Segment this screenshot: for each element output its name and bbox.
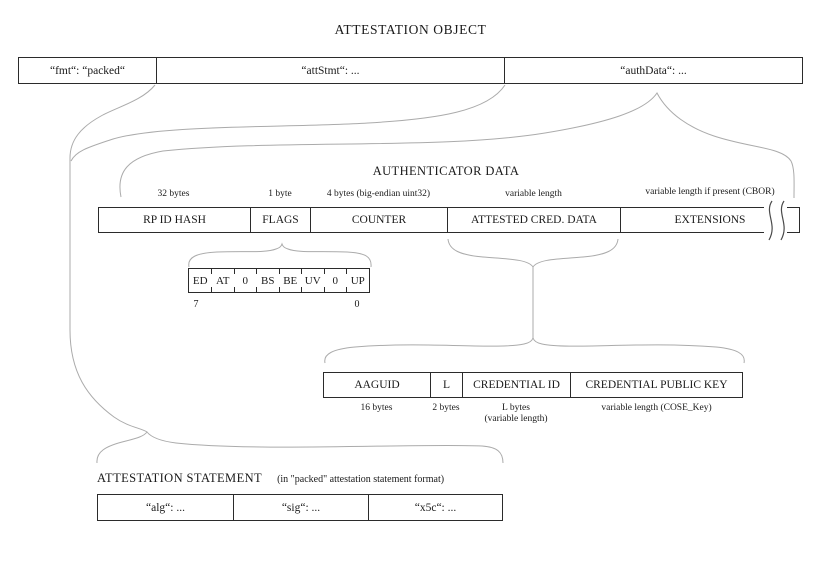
- cell-alg: “alg“: ...: [146, 501, 185, 514]
- attestation-statement-subtitle: (in "packed" attestation statement forma…: [277, 474, 445, 485]
- size-label-credential-id: L bytes (variable length): [448, 403, 584, 425]
- attestation-object-row: “fmt“: “packed“ “attStmt“: ... “authData…: [18, 57, 803, 84]
- authenticator-data-title: AUTHENTICATOR DATA: [372, 164, 520, 178]
- field-box-rp-id-hash: RP ID HASH: [143, 214, 206, 226]
- size-label-attested-cred-data: variable length: [505, 189, 562, 199]
- brace-attested-cred-data-top: [447, 238, 619, 268]
- field-box-flags: FLAGS: [250, 208, 310, 232]
- size-label-length: 2 bytes: [432, 403, 460, 413]
- cell-attstmt: “attStmt“: ...: [156, 58, 504, 83]
- size-label-flags: 1 byte: [268, 189, 292, 199]
- flags-bit-bs: BS: [256, 269, 280, 292]
- attestation-statement-row: “alg“: ... “sig“: ... “x5c“: ...: [97, 494, 503, 521]
- size-label-credential-id-line2: (variable length): [484, 414, 548, 424]
- line-attstmt-left-to-statement: [69, 84, 156, 433]
- brace-flags: [188, 242, 372, 268]
- cell-authdata: “authData“: ...: [504, 58, 802, 83]
- brace-attestation-statement: [96, 431, 504, 464]
- size-label-credential-id-line1: L bytes: [502, 403, 530, 413]
- flags-bit-rfu2: 0: [233, 269, 257, 292]
- cell-sig: “sig“: ...: [233, 495, 368, 520]
- brace-credential-row: [324, 336, 745, 364]
- field-box-credential-public-key: CREDENTIAL PUBLIC KEY: [570, 373, 742, 397]
- flags-bit-be: BE: [278, 269, 302, 292]
- size-label-extensions: variable length if present (CBOR): [645, 187, 775, 197]
- field-box-credential-id: CREDENTIAL ID: [462, 373, 570, 397]
- field-box-aaguid: AAGUID: [354, 379, 400, 391]
- field-box-attested-cred-data: ATTESTED CRED. DATA: [447, 208, 620, 232]
- size-label-counter: 4 bytes (big-endian uint32): [326, 189, 431, 199]
- size-label-aaguid: 16 bytes: [360, 403, 393, 413]
- attestation-statement-heading: ATTESTATION STATEMENT (in "packed" attes…: [97, 471, 657, 486]
- flags-bit-rfu1: 0: [323, 269, 347, 292]
- size-label-rp-id-hash: 32 bytes: [157, 189, 190, 199]
- field-box-extensions: EXTENSIONS: [620, 208, 799, 232]
- flags-bit-uv: UV: [301, 269, 325, 292]
- cell-x5c: “x5c“: ...: [368, 495, 502, 520]
- diagram-title: ATTESTATION OBJECT: [334, 22, 487, 37]
- line-attstmt-right-merge: [70, 84, 506, 162]
- field-box-counter: COUNTER: [310, 208, 447, 232]
- attestation-statement-title: ATTESTATION STATEMENT: [97, 471, 263, 485]
- bit-index-low: 0: [354, 299, 360, 310]
- brace-authenticator-data: [119, 92, 795, 199]
- flags-bit-ed: ED: [192, 274, 208, 287]
- attested-credential-data-row: AAGUID L CREDENTIAL ID CREDENTIAL PUBLIC…: [323, 372, 743, 398]
- cell-fmt: “fmt“: “packed“: [49, 64, 126, 77]
- flags-bit-up: UP: [346, 269, 370, 292]
- authenticator-data-row: RP ID HASH FLAGS COUNTER ATTESTED CRED. …: [98, 207, 800, 233]
- size-label-credential-public-key: variable length (COSE_Key): [601, 403, 712, 413]
- bit-index-high: 7: [193, 299, 199, 310]
- flags-bit-at: AT: [211, 269, 235, 292]
- flags-bit-box: ED AT 0 BS BE UV 0 UP: [188, 268, 370, 293]
- field-box-length: L: [430, 373, 462, 397]
